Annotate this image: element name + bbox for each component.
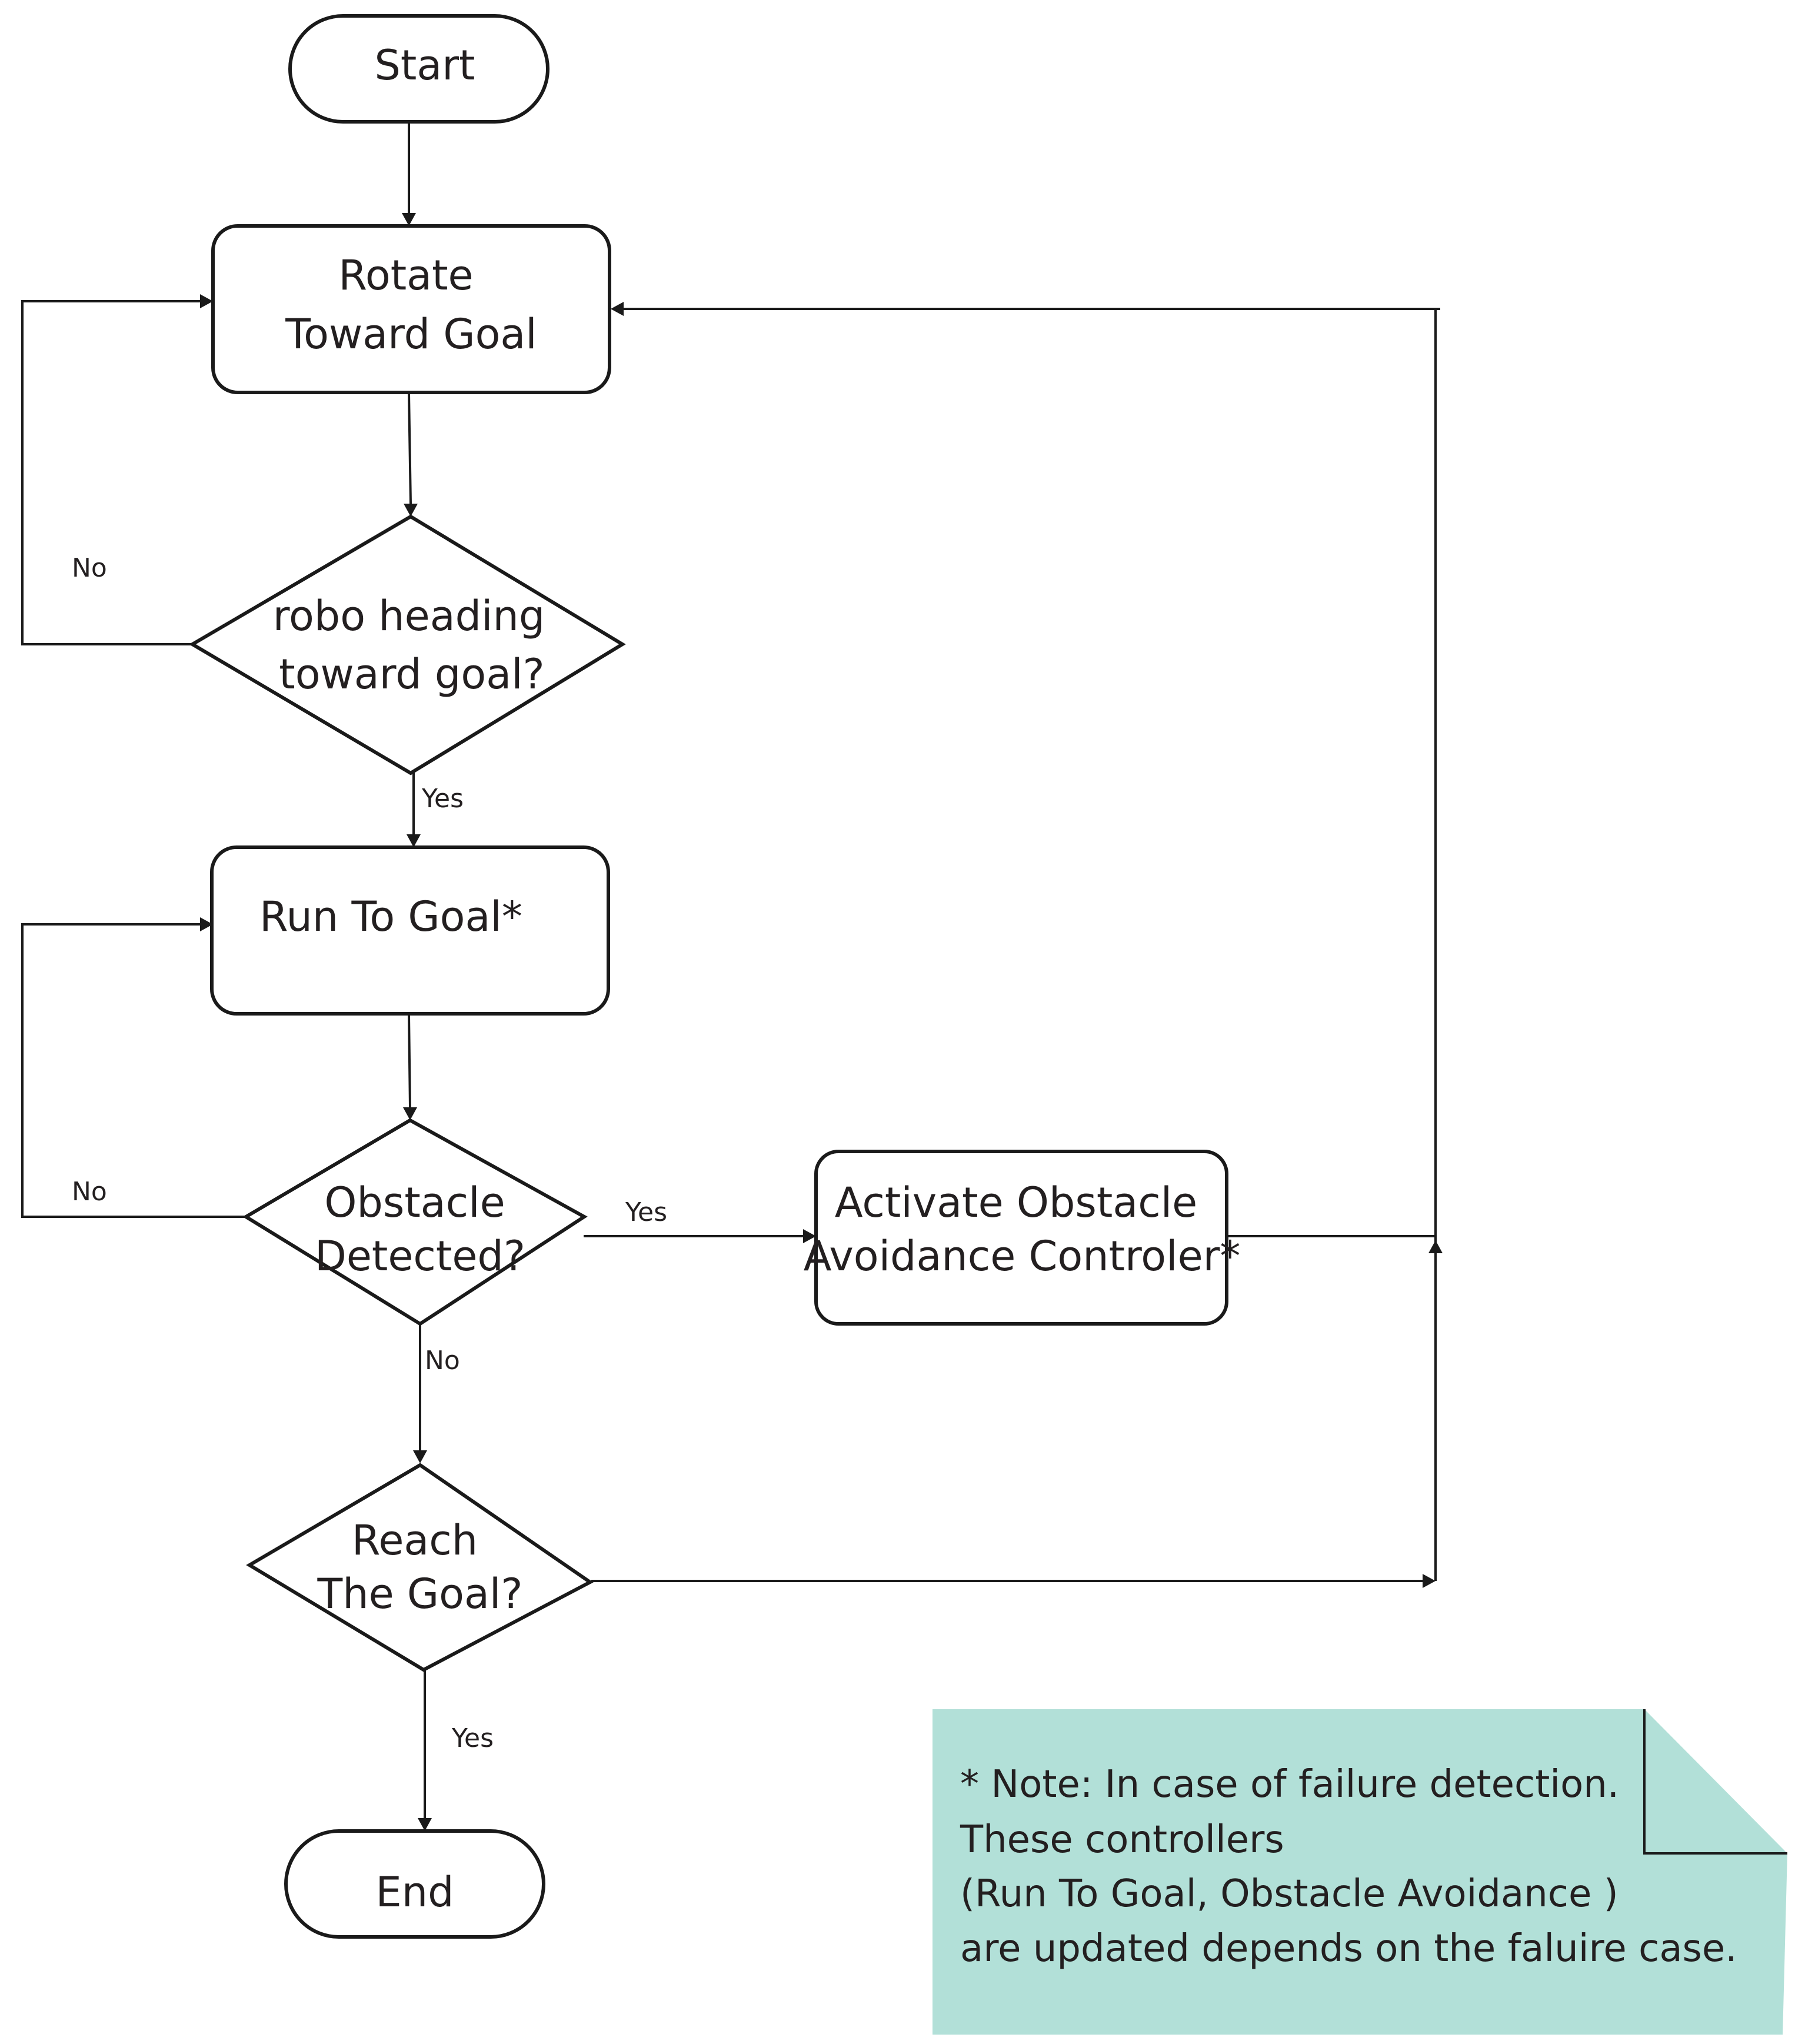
node-heading-check: robo heading toward goal?: [189, 514, 626, 775]
obstacle-label-line-1: Obstacle: [324, 1179, 505, 1227]
arrowhead-down: [407, 834, 421, 847]
arrowhead-right: [200, 917, 213, 931]
heading-label-line-1: robo heading: [273, 592, 545, 640]
heading-no-label: No: [72, 553, 107, 583]
arrowhead-left: [611, 302, 624, 316]
heading-decision: [189, 514, 626, 775]
start-label: Start: [374, 41, 475, 89]
note-line-4: are updated depends on the faluire case.: [960, 1927, 1737, 1970]
avoid-label-line-2: Avoidance Controler*: [804, 1232, 1241, 1280]
obstacle-yes-label: Yes: [625, 1197, 667, 1227]
note-fold-line: [1643, 1709, 1787, 1855]
run-label: Run To Goal*: [259, 893, 522, 941]
reach-yes-label: Yes: [451, 1723, 494, 1753]
reach-label-line-2: The Goal?: [317, 1570, 522, 1618]
avoid-process: [814, 1150, 1228, 1326]
node-run: Run To Goal*: [210, 845, 610, 1016]
obstacle-decision: [242, 1118, 588, 1326]
obstacle-no-loop-label: No: [72, 1177, 107, 1207]
arrowhead-right: [200, 294, 213, 308]
connectors: [21, 124, 1443, 1831]
reach-decision: [246, 1463, 594, 1672]
arrowhead-up: [1428, 1240, 1443, 1253]
obstacle-label-line-2: Detected?: [315, 1232, 525, 1280]
note-background: [933, 1709, 1787, 2035]
node-rotate: Rotate Toward Goal: [211, 224, 611, 394]
node-end: End: [284, 1829, 545, 1939]
note-box: * Note: In case of failure detection. Th…: [933, 1709, 1787, 2035]
edge-obstacle-no-loop: [21, 923, 247, 1218]
start-terminal: [288, 14, 550, 124]
end-terminal: [284, 1829, 545, 1939]
note-line-3: (Run To Goal, Obstacle Avoidance ): [960, 1872, 1618, 1916]
note-line-1: * Note: In case of failure detection.: [960, 1763, 1619, 1806]
arrowhead-down: [418, 1818, 432, 1831]
heading-yes-label: Yes: [421, 784, 464, 814]
run-process: [210, 845, 610, 1016]
edge-heading-no-loop: [21, 300, 200, 645]
end-label: End: [375, 1868, 454, 1916]
note-line-2: These controllers: [960, 1818, 1284, 1862]
node-avoid: Activate Obstacle Avoidance Controler*: [804, 1150, 1241, 1326]
heading-label-line-2: toward goal?: [279, 650, 544, 698]
arrowhead-down: [404, 504, 418, 517]
node-obstacle-check: Obstacle Detected?: [242, 1118, 588, 1326]
edge-rotate-heading: [408, 392, 412, 504]
avoid-label-line-1: Activate Obstacle: [835, 1179, 1197, 1227]
edge-run-obstacle: [408, 1014, 411, 1108]
arrowhead-down: [403, 1107, 417, 1120]
rotate-label-line-1: Rotate: [338, 251, 473, 299]
arrowhead-down: [402, 213, 416, 226]
rotate-label-line-2: Toward Goal: [285, 310, 537, 358]
arrowhead-right: [1423, 1574, 1436, 1588]
rotate-process: [211, 224, 611, 394]
arrowhead-down: [413, 1450, 427, 1463]
reach-label-line-1: Reach: [352, 1516, 478, 1564]
obstacle-no-down-label: No: [425, 1346, 460, 1376]
arrowhead-right: [803, 1229, 816, 1243]
node-start: Start: [288, 14, 550, 124]
node-reach-check: Reach The Goal?: [246, 1463, 594, 1672]
